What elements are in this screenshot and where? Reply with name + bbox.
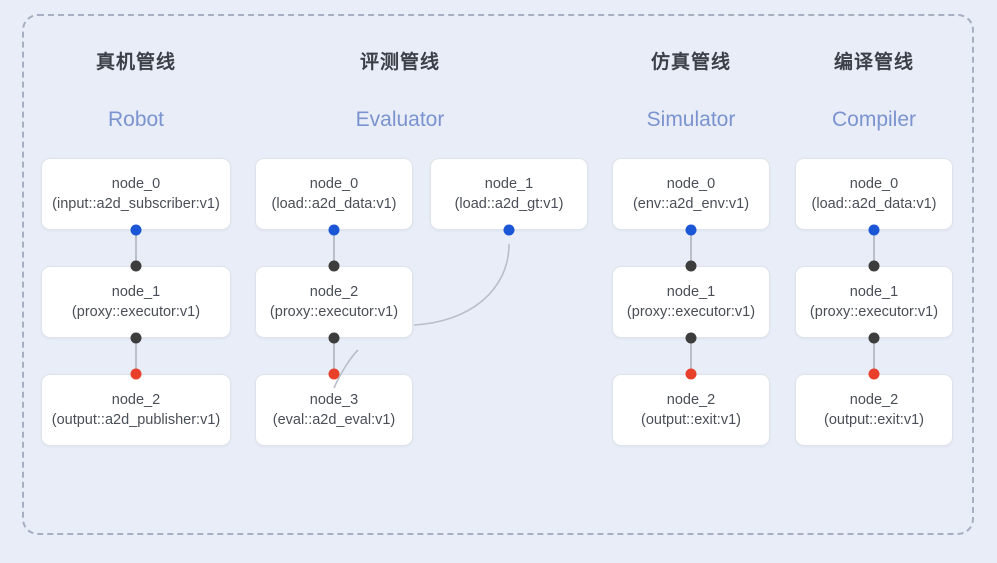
column-title-cn-evaluator: 评测管线 — [359, 52, 440, 73]
node-link — [135, 338, 137, 374]
node-card[interactable]: node_0 (env::a2d_env:v1) — [612, 158, 770, 230]
pipeline-group-frame — [22, 14, 974, 535]
node-card[interactable]: node_2 (proxy::executor:v1) — [255, 266, 413, 338]
column-title-en-compiler: Compiler — [831, 108, 917, 131]
output-port-dot-blue[interactable] — [328, 224, 340, 236]
node-name: node_2 — [849, 391, 899, 408]
node-link — [873, 230, 875, 266]
node-name: node_1 — [849, 283, 899, 300]
node-type: (load::a2d_data:v1) — [271, 195, 397, 212]
output-port-dot-black[interactable] — [328, 332, 340, 344]
node-card[interactable]: node_2 (output::exit:v1) — [612, 374, 770, 446]
node-name: node_1 — [111, 283, 161, 300]
output-port-dot-blue[interactable] — [130, 224, 142, 236]
input-port-dot-black[interactable] — [868, 260, 880, 272]
node-link — [333, 230, 335, 266]
node-type: (input::a2d_subscriber:v1) — [52, 195, 220, 212]
input-port-dot-red[interactable] — [868, 368, 880, 380]
node-card[interactable]: node_0 (input::a2d_subscriber:v1) — [41, 158, 231, 230]
input-port-dot-red[interactable] — [328, 368, 340, 380]
node-card[interactable]: node_0 (load::a2d_data:v1) — [255, 158, 413, 230]
column-title-cn-robot: 真机管线 — [95, 52, 176, 73]
node-name: node_0 — [111, 175, 161, 192]
node-type: (env::a2d_env:v1) — [632, 195, 750, 212]
output-port-dot-blue[interactable] — [685, 224, 697, 236]
node-card[interactable]: node_2 (output::a2d_publisher:v1) — [41, 374, 231, 446]
node-type: (proxy::executor:v1) — [269, 303, 399, 320]
output-port-dot-black[interactable] — [868, 332, 880, 344]
column-title-en-robot: Robot — [107, 108, 165, 131]
node-card[interactable]: node_1 (proxy::executor:v1) — [612, 266, 770, 338]
node-name: node_2 — [666, 391, 716, 408]
node-name: node_2 — [309, 283, 359, 300]
node-card[interactable]: node_0 (load::a2d_data:v1) — [795, 158, 953, 230]
output-port-dot-black[interactable] — [685, 332, 697, 344]
output-port-dot-blue-side[interactable] — [503, 224, 515, 236]
node-name: node_0 — [849, 175, 899, 192]
node-card[interactable]: node_1 (proxy::executor:v1) — [795, 266, 953, 338]
node-name: node_2 — [111, 391, 161, 408]
node-name: node_1 — [484, 175, 534, 192]
column-title-cn-simulator: 仿真管线 — [650, 52, 731, 73]
node-type: (load::a2d_gt:v1) — [454, 195, 564, 212]
node-card[interactable]: node_2 (output::exit:v1) — [795, 374, 953, 446]
output-port-dot-black[interactable] — [130, 332, 142, 344]
node-name: node_3 — [309, 391, 359, 408]
node-link — [873, 338, 875, 374]
node-name: node_1 — [666, 283, 716, 300]
input-port-dot-red[interactable] — [130, 368, 142, 380]
node-type: (proxy::executor:v1) — [71, 303, 201, 320]
column-title-en-simulator: Simulator — [646, 108, 736, 131]
output-port-dot-blue[interactable] — [868, 224, 880, 236]
input-port-dot-black[interactable] — [328, 260, 340, 272]
node-link — [690, 338, 692, 374]
column-title-en-evaluator: Evaluator — [355, 108, 445, 131]
node-card-side[interactable]: node_1 (load::a2d_gt:v1) — [430, 158, 588, 230]
column-title-cn-compiler: 编译管线 — [833, 52, 914, 73]
node-type: (eval::a2d_eval:v1) — [272, 411, 396, 428]
input-port-dot-red[interactable] — [685, 368, 697, 380]
node-type: (proxy::executor:v1) — [626, 303, 756, 320]
node-type: (proxy::executor:v1) — [809, 303, 939, 320]
node-link — [135, 230, 137, 266]
node-type: (output::exit:v1) — [641, 411, 741, 428]
node-link — [690, 230, 692, 266]
node-name: node_0 — [666, 175, 716, 192]
input-port-dot-black[interactable] — [130, 260, 142, 272]
node-card[interactable]: node_1 (proxy::executor:v1) — [41, 266, 231, 338]
node-type: (load::a2d_data:v1) — [811, 195, 937, 212]
node-name: node_0 — [309, 175, 359, 192]
input-port-dot-black[interactable] — [685, 260, 697, 272]
node-type: (output::a2d_publisher:v1) — [51, 411, 221, 428]
node-type: (output::exit:v1) — [824, 411, 924, 428]
node-card[interactable]: node_3 (eval::a2d_eval:v1) — [255, 374, 413, 446]
